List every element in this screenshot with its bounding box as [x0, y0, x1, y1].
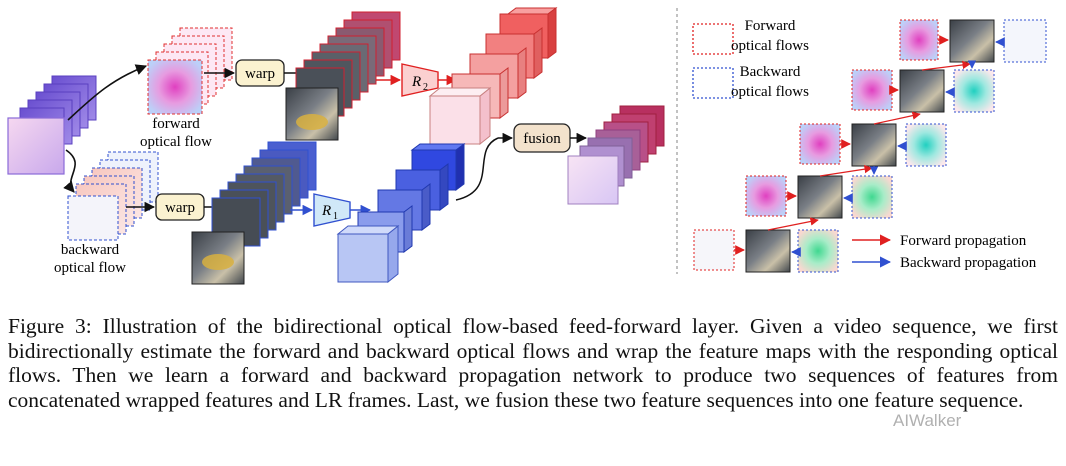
- warped-features-backward: [191, 141, 317, 285]
- legend-backward-line1: Backward: [740, 64, 801, 80]
- backward-flow-label-line1: backward: [61, 242, 120, 258]
- connector-input-to-backward: [63, 149, 76, 193]
- r1-block: [313, 193, 351, 227]
- legend-backward-swatch: [692, 67, 734, 99]
- connector-to-fusion: [455, 137, 499, 201]
- connector-input-to-forward: [67, 64, 148, 121]
- warped-features-forward: [285, 11, 401, 141]
- legend-forward-line1: Forward: [745, 18, 796, 34]
- propagation-staircase: [693, 19, 1047, 273]
- r2-label: R: [411, 74, 421, 90]
- legend-backward-line2: optical flows: [731, 84, 809, 100]
- backward-flow-label-line2: optical flow: [54, 260, 126, 276]
- legend-forward-line2: optical flows: [731, 38, 809, 54]
- backward-flow-stack: [67, 151, 159, 241]
- legend-forward-propagation-label: Forward propagation: [900, 233, 1027, 249]
- legend-forward-swatch: [692, 23, 734, 55]
- r1-subscript: 1: [333, 211, 338, 222]
- figure-diagram: forward optical flow backward optical fl…: [7, 7, 1047, 285]
- warp-label-top: warp: [245, 66, 275, 82]
- r1-label: R: [321, 203, 331, 219]
- figure-caption: Figure 3: Illustration of the bidirectio…: [8, 314, 1058, 412]
- warp-label-bottom: warp: [165, 200, 195, 216]
- forward-flow-label-line2: optical flow: [140, 134, 212, 150]
- input-feature-stack: [7, 75, 97, 175]
- forward-propagated-features: [428, 7, 558, 146]
- r2-subscript: 2: [423, 82, 428, 93]
- fusion-label: fusion: [523, 131, 561, 147]
- fused-output-stack: [567, 105, 665, 205]
- r2-block: [401, 63, 439, 97]
- legend-backward-propagation-label: Backward propagation: [900, 255, 1037, 271]
- watermark: AIWalker: [893, 411, 962, 430]
- forward-flow-stack: [147, 27, 233, 115]
- backward-propagated-features: [336, 143, 466, 284]
- forward-flow-label-line1: forward: [152, 116, 200, 132]
